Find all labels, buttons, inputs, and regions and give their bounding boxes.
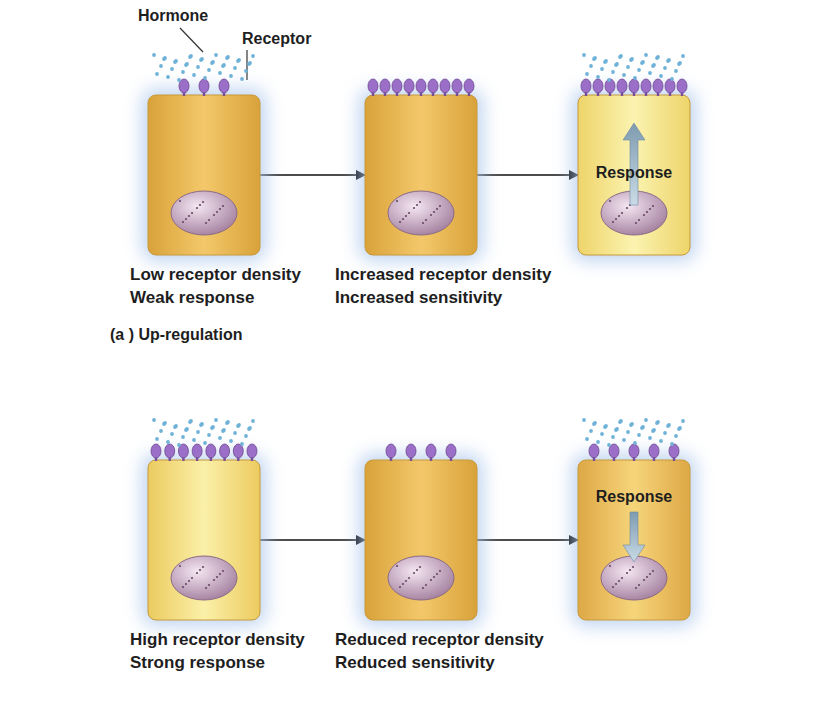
arrow bbox=[477, 539, 578, 541]
caption-line: Reduced sensitivity bbox=[335, 651, 544, 674]
panel-label: (a ) Up-regulation bbox=[110, 326, 242, 344]
cell-drawing bbox=[365, 460, 477, 620]
cell-drawing bbox=[578, 460, 690, 620]
cell: Response bbox=[578, 460, 690, 620]
cell: Response bbox=[578, 95, 690, 255]
cell-drawing bbox=[148, 95, 260, 255]
response-label: Response bbox=[578, 161, 690, 184]
arrow bbox=[260, 174, 365, 176]
cell-drawing bbox=[148, 460, 260, 620]
caption-line: High receptor density bbox=[130, 628, 305, 651]
caption: Reduced receptor densityReduced sensitiv… bbox=[335, 628, 544, 674]
caption: Increased receptor densityIncreased sens… bbox=[335, 263, 551, 309]
cell: Reduced receptor densityReduced sensitiv… bbox=[365, 460, 477, 620]
callout-label: Receptor bbox=[242, 30, 311, 48]
caption: High receptor densityStrong response bbox=[130, 628, 305, 674]
caption-line: Reduced receptor density bbox=[335, 628, 544, 651]
cell-drawing bbox=[365, 95, 477, 255]
cell: Increased receptor densityIncreased sens… bbox=[365, 95, 477, 255]
caption-line: Low receptor density bbox=[130, 263, 301, 286]
response-label: Response bbox=[578, 485, 690, 508]
caption-line: Increased receptor density bbox=[335, 263, 551, 286]
cell: Low receptor densityWeak response bbox=[148, 95, 260, 255]
caption-line: Increased sensitivity bbox=[335, 286, 551, 309]
cell: High receptor densityStrong response bbox=[148, 460, 260, 620]
arrow bbox=[260, 539, 365, 541]
caption: Low receptor densityWeak response bbox=[130, 263, 301, 309]
arrow bbox=[477, 174, 578, 176]
callout-label: Hormone bbox=[138, 7, 208, 25]
leader-line bbox=[180, 28, 203, 52]
caption-line: Weak response bbox=[130, 286, 301, 309]
caption-line: Strong response bbox=[130, 651, 305, 674]
